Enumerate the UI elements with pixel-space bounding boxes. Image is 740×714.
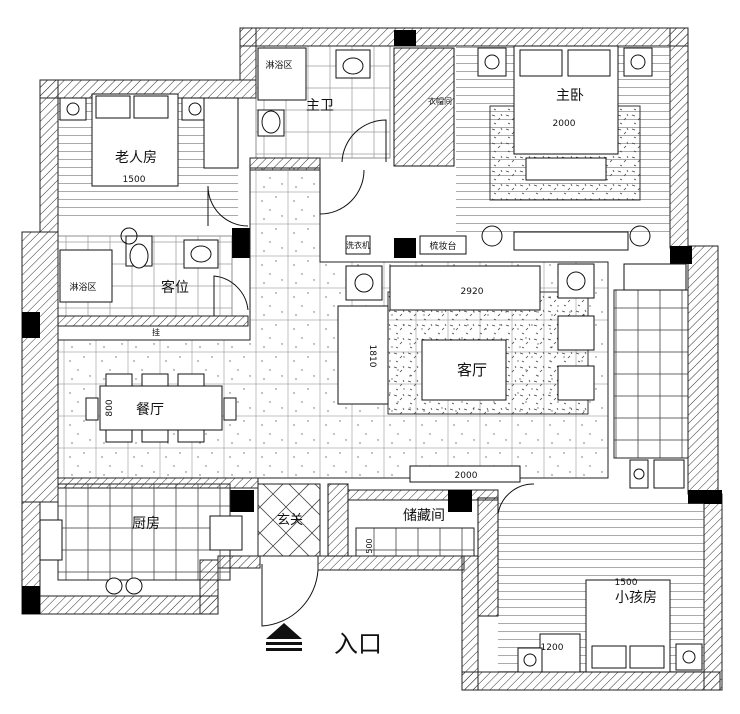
dim-tv-cabinet: 2000 [455,471,478,481]
dim-child-bed: 1500 [615,578,638,588]
structural-columns [22,30,722,614]
ceiling-fixtures [120,225,651,247]
dim-master-bed: 2000 [553,119,576,129]
fixture-labels: 淋浴区 淋浴区 衣帽间 梳妆台 洗衣机 挂 [69,59,456,337]
dimension-labels: 1500 2000 2920 1810 800 2000 1500 1200 5… [105,119,638,653]
dim-side-sofa: 1810 [367,345,377,368]
label-bench: 挂 [152,327,160,337]
room-labels: 老人房 主卫 主卧 客位 客厅 餐厅 厨房 玄关 储藏间 小孩房 [115,88,657,606]
label-storage: 储藏间 [403,508,445,524]
label-child-bedroom: 小孩房 [615,590,657,606]
label-vanity: 梳妆台 [429,240,456,252]
dim-shoe-cabinet: 500 [365,538,374,553]
label-dining-room: 餐厅 [136,402,164,418]
label-foyer: 玄关 [277,513,303,528]
label-guest-bath: 客位 [161,279,189,296]
label-wardrobe: 衣帽间 [428,96,452,106]
label-kitchen: 厨房 [132,516,160,532]
label-shower-guest: 淋浴区 [69,281,96,293]
label-laundry: 洗衣机 [346,240,370,250]
dim-elder-bed: 1500 [123,175,146,185]
entrance-arrow [266,623,302,651]
label-master-bath: 主卫 [306,98,334,114]
label-living-room: 客厅 [457,361,487,379]
entrance-label: 入口 [334,630,382,658]
label-elder-bedroom: 老人房 [115,150,157,166]
label-master-bedroom: 主卧 [556,88,584,104]
dim-dining-table: 800 [105,399,115,416]
label-shower-master: 淋浴区 [265,59,292,71]
furniture [39,45,703,673]
door-swings [207,119,535,627]
dim-sofa: 2920 [461,287,484,297]
dim-child-desk: 1200 [541,643,564,653]
